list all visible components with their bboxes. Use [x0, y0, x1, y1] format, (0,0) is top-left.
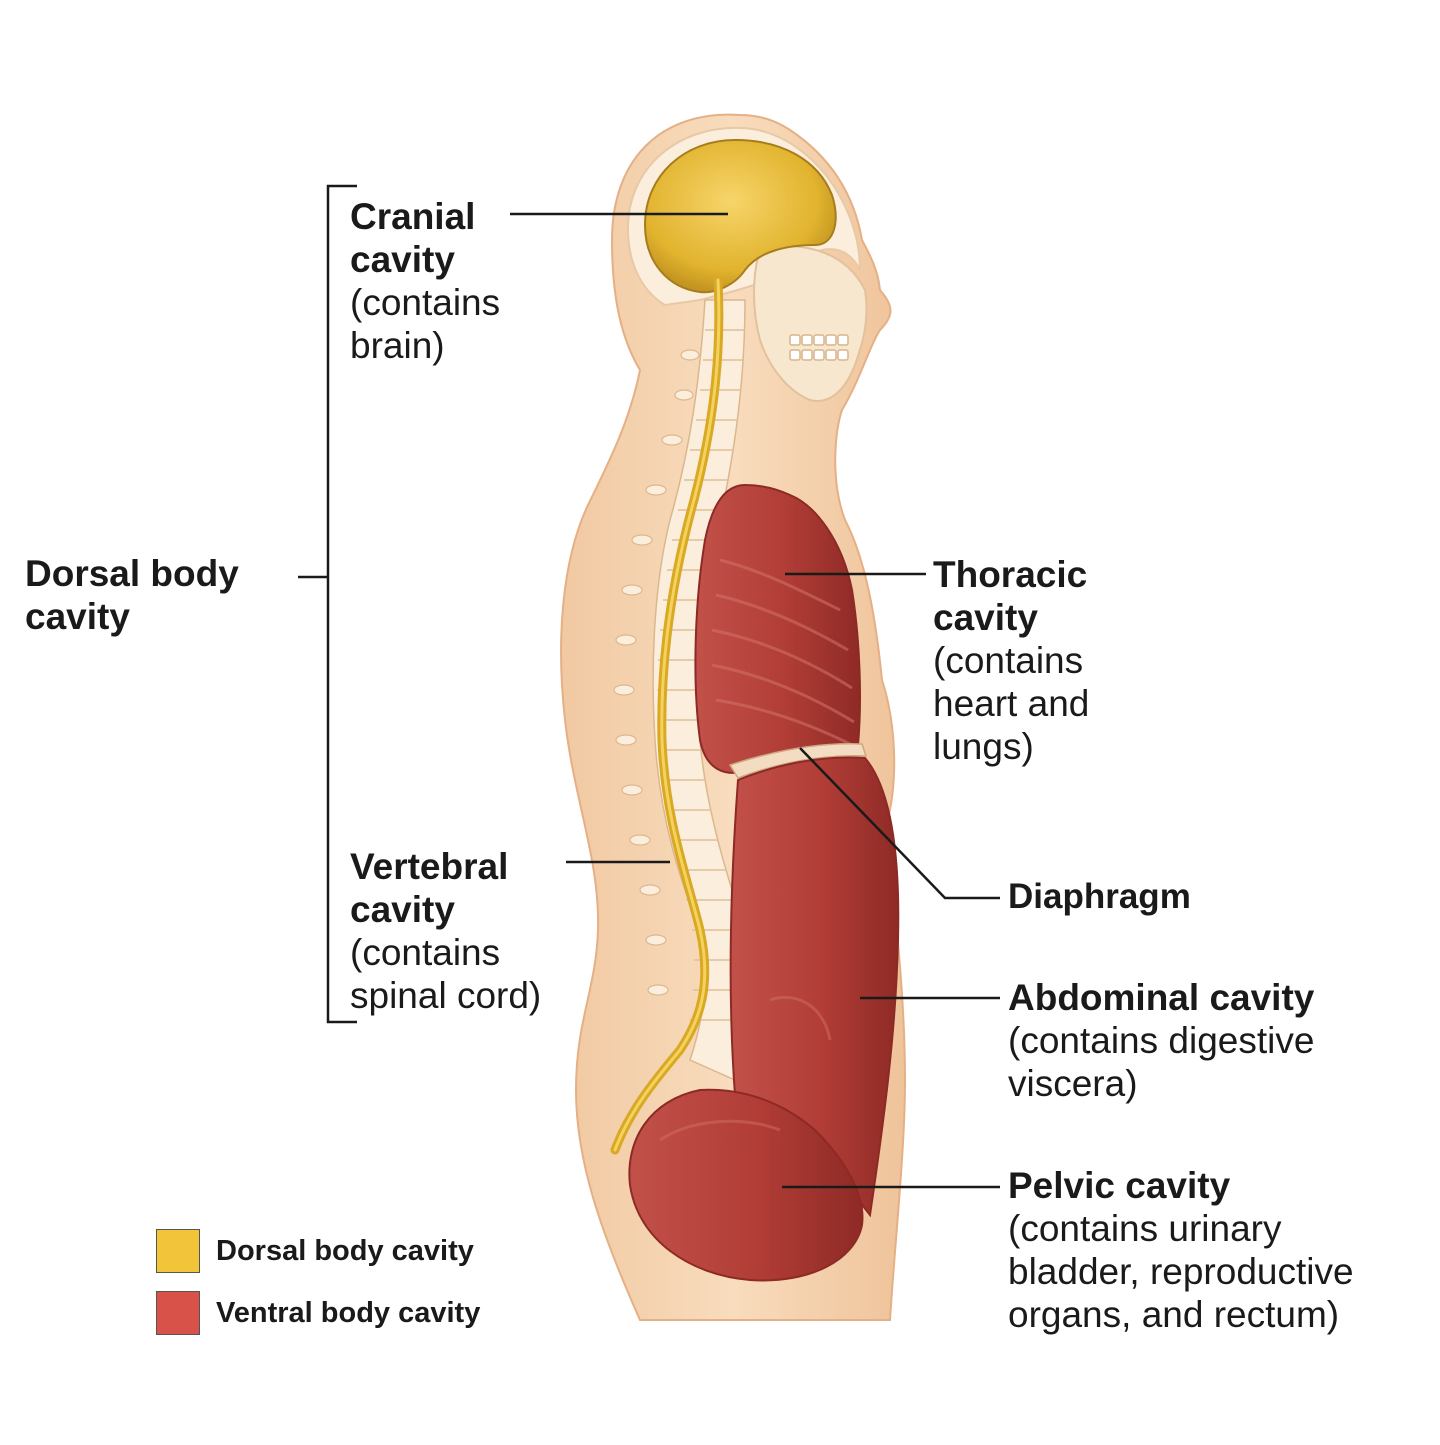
teeth — [789, 334, 849, 361]
thoracic-cavity-label: Thoracic cavity (contains heart and lung… — [933, 553, 1089, 768]
thoracic-note-3: lungs) — [933, 726, 1034, 767]
cranial-title-2: cavity — [350, 239, 455, 280]
dorsal-label-line-2: cavity — [25, 596, 130, 637]
pelvic-note-2: bladder, reproductive — [1008, 1251, 1354, 1292]
thoracic-note-1: (contains — [933, 640, 1084, 681]
dorsal-label-line-1: Dorsal body — [25, 553, 239, 594]
diaphragm-label: Diaphragm — [1008, 877, 1191, 916]
vertebral-cavity-label: Vertebral cavity (contains spinal cord) — [350, 845, 541, 1017]
legend-swatch-dorsal — [156, 1229, 200, 1273]
cranial-note-1: (contains — [350, 282, 501, 323]
leader-diaphragm — [799, 747, 1000, 900]
spinous-processes — [613, 349, 700, 996]
rib-lines — [711, 558, 855, 747]
legend-item-ventral: Ventral body cavity — [156, 1290, 480, 1336]
pelvic-cavity-shape — [628, 1088, 864, 1282]
abdominal-note-2: viscera) — [1008, 1063, 1138, 1104]
legend-label-dorsal: Dorsal body cavity — [216, 1234, 474, 1267]
legend-item-dorsal: Dorsal body cavity — [156, 1228, 474, 1274]
pelvic-note-1: (contains urinary — [1008, 1208, 1282, 1249]
vertebral-title-1: Vertebral — [350, 846, 509, 887]
abdominal-title: Abdominal cavity — [1008, 977, 1315, 1018]
facial-bones — [753, 245, 868, 402]
legend-label-ventral: Ventral body cavity — [216, 1296, 481, 1329]
vertebral-note-2: spinal cord) — [350, 975, 542, 1016]
vertebral-title-2: cavity — [350, 889, 455, 930]
cranial-cavity-label: Cranial cavity (contains brain) — [350, 195, 500, 367]
abdominal-note-1: (contains digestive — [1008, 1020, 1315, 1061]
cranial-note-2: brain) — [350, 325, 445, 366]
pelvic-note-3: organs, and rectum) — [1008, 1294, 1340, 1335]
thoracic-title-2: cavity — [933, 597, 1038, 638]
abdominal-cavity-shape — [729, 756, 900, 1218]
vertebra-segments — [657, 329, 745, 1021]
cranial-title-1: Cranial — [350, 196, 476, 237]
legend-swatch-ventral — [156, 1291, 200, 1335]
diaphragm-shape — [728, 742, 868, 779]
dorsal-bracket — [298, 184, 357, 1024]
thoracic-note-2: heart and — [933, 683, 1090, 724]
vertebral-note-1: (contains — [350, 932, 501, 973]
leader-lines — [510, 212, 1000, 1189]
dorsal-body-cavity-label: Dorsal body cavity — [25, 552, 239, 638]
cranial-cavity-shape — [643, 138, 837, 294]
pelvic-cavity-label: Pelvic cavity (contains urinary bladder,… — [1008, 1164, 1354, 1336]
pelvic-title: Pelvic cavity — [1008, 1165, 1231, 1206]
thoracic-title-1: Thoracic — [933, 554, 1088, 595]
abdominal-cavity-label: Abdominal cavity (contains digestive vis… — [1008, 976, 1314, 1105]
